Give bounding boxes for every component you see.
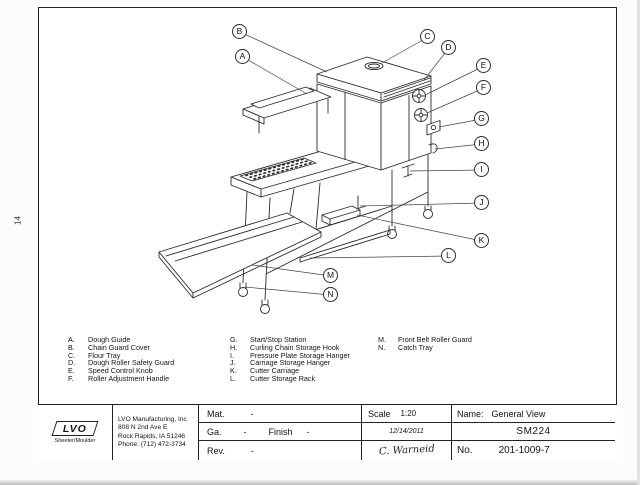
title-block: LVO Sheeter/Moulder LVO Manufacturing, I… [38, 404, 617, 461]
legend-item: D.Dough Roller Safety Guard [68, 358, 175, 368]
legend-item: C.Flour Tray [68, 350, 121, 360]
legend-item: I.Pressure Plate Storage Hanger [230, 350, 350, 360]
callout-f: F [476, 80, 491, 95]
legend-item: G.Start/Stop Station [230, 335, 307, 344]
callout-n: N [323, 287, 338, 302]
legend-item: H.Curling Chain Storage Hook [230, 342, 340, 352]
tray-support-post [289, 188, 295, 214]
legend-item: F.Roller Adjustment Handle [68, 373, 170, 383]
company-phone: Phone: (712) 472-3734 [118, 440, 186, 448]
tray-support-post [315, 182, 321, 230]
scan-edge-right [637, 0, 640, 485]
gauge-finish-field: Ga. - Finish - [199, 423, 362, 441]
callout-m: M [323, 268, 338, 283]
lvo-logo: LVO [51, 421, 99, 436]
legend-item: A.Dough Guide [68, 335, 131, 344]
controls [412, 89, 441, 154]
legend-column-2: G.Start/Stop Station H.Curling Chain Sto… [230, 336, 380, 383]
callout-h: H [474, 136, 489, 151]
logo-subtitle: Sheeter/Moulder [54, 438, 96, 444]
perforated-plate [239, 157, 317, 182]
company-logo: LVO Sheeter/Moulder [38, 405, 113, 460]
legend-item: J.Carriage Storage Hanger [230, 358, 331, 368]
callout-g: G [474, 111, 489, 126]
legend-item: E.Speed Control Knob [68, 366, 153, 376]
company-address-2: Rock Rapids, IA 51246 [118, 432, 186, 440]
company-name: LVO Manufacturing, Inc [118, 416, 187, 424]
callout-a: A [235, 49, 250, 64]
material-field: Mat. - [199, 405, 362, 423]
legend-item: L.Cutter Storage Rack [230, 373, 316, 383]
drawing-name-field: Name: General View [452, 405, 615, 423]
callout-k: K [474, 233, 489, 248]
start-stop-station [426, 120, 441, 136]
callout-d: D [441, 40, 456, 55]
drawing-number-field: No. 201-1009-7 [457, 445, 550, 456]
callout-j: J [474, 195, 489, 210]
catch-tray [158, 212, 322, 299]
storage-hook [428, 143, 438, 154]
callout-i: I [474, 162, 489, 177]
legend-item: K.Cutter Carriage [230, 366, 300, 376]
callout-c: C [420, 29, 435, 44]
model-field: SM224 [452, 423, 615, 441]
roller-safety-guard [383, 77, 431, 98]
date-field: 12/14/2011 [362, 423, 452, 441]
under-bed-accessories [299, 195, 391, 263]
company-address-1: 808 N 2nd Ave E [118, 424, 168, 432]
callout-b: B [232, 24, 247, 39]
legend-item: N.Catch Tray [378, 342, 433, 352]
scan-edge-bottom [0, 479, 640, 485]
dough-guide [250, 86, 315, 109]
signature-field: C. Warneid [362, 441, 452, 460]
legend-item: M.Front Belt Roller Guard [378, 335, 472, 344]
callout-e: E [476, 58, 491, 73]
legend-column-1: A.Dough Guide B.Chain Guard Cover C.Flou… [68, 336, 228, 383]
callout-l: L [441, 248, 456, 263]
scale-field: Scale 1:20 [362, 405, 452, 423]
pressure-plate-hanger [401, 163, 415, 178]
lid-handle [364, 61, 384, 71]
legend-column-3: M.Front Belt Roller Guard N.Catch Tray [378, 336, 528, 352]
top-cover [316, 56, 432, 102]
infeed-tray [242, 86, 332, 134]
legend-item: B.Chain Guard Cover [68, 342, 150, 352]
revision-field: Rev. - [199, 441, 362, 460]
company-info: LVO Manufacturing, Inc 808 N 2nd Ave E R… [113, 405, 199, 460]
